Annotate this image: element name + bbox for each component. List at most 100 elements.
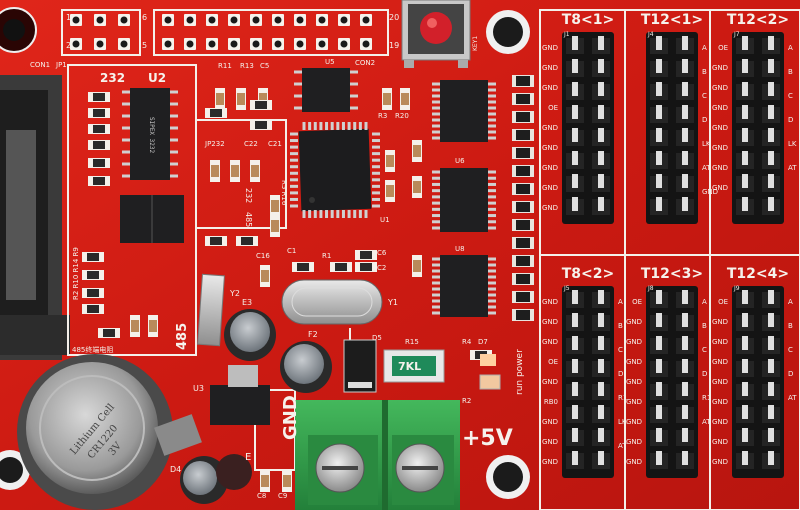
ic-row-right [440,80,488,317]
smd-body [237,93,245,105]
label-c22: C22 [244,140,258,148]
ic-pin [170,174,178,178]
pin-label: OE [548,104,558,112]
ic-pin [488,94,496,98]
header-hole [120,40,128,48]
ic-pin [488,257,496,261]
pin-label: C [702,346,707,354]
pin-label: GND [712,164,728,172]
ic-pin [432,182,440,186]
header-pin [656,290,662,304]
ic-pin [294,82,302,86]
array-body [516,238,530,248]
ic-pin [372,152,380,156]
header-pin [768,359,774,373]
ic-pin [432,201,440,205]
header-pin [572,451,578,465]
label-r20: R20 [395,112,409,120]
pin-label: AT [788,164,797,172]
ic-pin [432,94,440,98]
pin-label: C [618,346,623,354]
ic-pin [325,210,329,218]
ic-pin [372,158,380,162]
ic-pin [432,88,440,92]
pin-label: GND [626,458,642,466]
ic-pin [432,100,440,104]
header-pin [742,105,748,119]
label-r3: R3 [378,112,387,120]
pin-label: LK [702,140,711,148]
mounting-holes [0,7,530,499]
pin-label: GND [712,378,728,386]
ic-pin [364,210,368,218]
pin-label: A [702,298,707,306]
header-pin [656,105,662,119]
ic-pin [488,112,496,116]
header-pin [598,382,604,396]
left-edge-connector [0,75,70,360]
ic-pin [347,122,351,130]
crystal-y1 [281,279,383,325]
label-f2: F2 [308,330,318,339]
ic-pin [372,191,380,195]
label-rs232: 232 [244,188,253,203]
header-pin [572,405,578,419]
label-c21: C21 [268,140,282,148]
ic-pin [488,287,496,291]
header-pin [598,359,604,373]
header-pin [572,36,578,50]
ic-pin [432,299,440,303]
header-pin [572,336,578,350]
pin-label: D [702,116,707,124]
ic-pin [432,82,440,86]
header-pin [572,313,578,327]
key1-push-button[interactable] [401,0,471,68]
header-shroud [562,286,614,478]
header-pin [656,405,662,419]
header-pin [682,151,688,165]
smd-body [211,165,219,177]
ic-pin [372,165,380,169]
pin-label: GND [626,378,642,386]
smd-body [216,93,224,105]
label-y1: Y1 [387,298,398,307]
connector-id: J7 [733,31,740,38]
header-pin [572,290,578,304]
ic-pin [319,122,323,130]
header-pin [598,36,604,50]
header-pin [768,313,774,327]
smd-body [283,475,291,487]
pin-label: GND [712,458,728,466]
pin-label: GND [712,438,728,446]
smd-body [413,181,421,193]
header-pin [598,428,604,442]
header-shroud [646,32,698,224]
pin-label: GND [626,358,642,366]
header-pin [598,197,604,211]
label-gnd: GND [280,395,301,440]
header-pin [742,382,748,396]
ic-pin [432,170,440,174]
ic-pin [350,94,358,98]
header-pin [572,197,578,211]
label-232: 232 [100,71,125,85]
pin-label: GND [542,418,558,426]
ic-pin [290,158,298,162]
pin-label: OE [632,298,642,306]
header-pin [682,451,688,465]
smd-body [103,329,115,337]
pin-label: B [702,68,707,76]
header-pin [682,359,688,373]
header-shroud [732,32,784,224]
pin-label: GND [542,144,558,152]
label-u1: U1 [380,216,390,224]
ic-pin [372,204,380,208]
header-hole [296,16,304,24]
connector-title: T8<1> [562,12,615,28]
ic-pin [432,214,440,218]
ic-pin [358,210,362,218]
ic-pin [488,106,496,110]
pin-label: R1 [618,394,627,402]
header-pin [572,128,578,142]
smd-body [93,159,105,167]
